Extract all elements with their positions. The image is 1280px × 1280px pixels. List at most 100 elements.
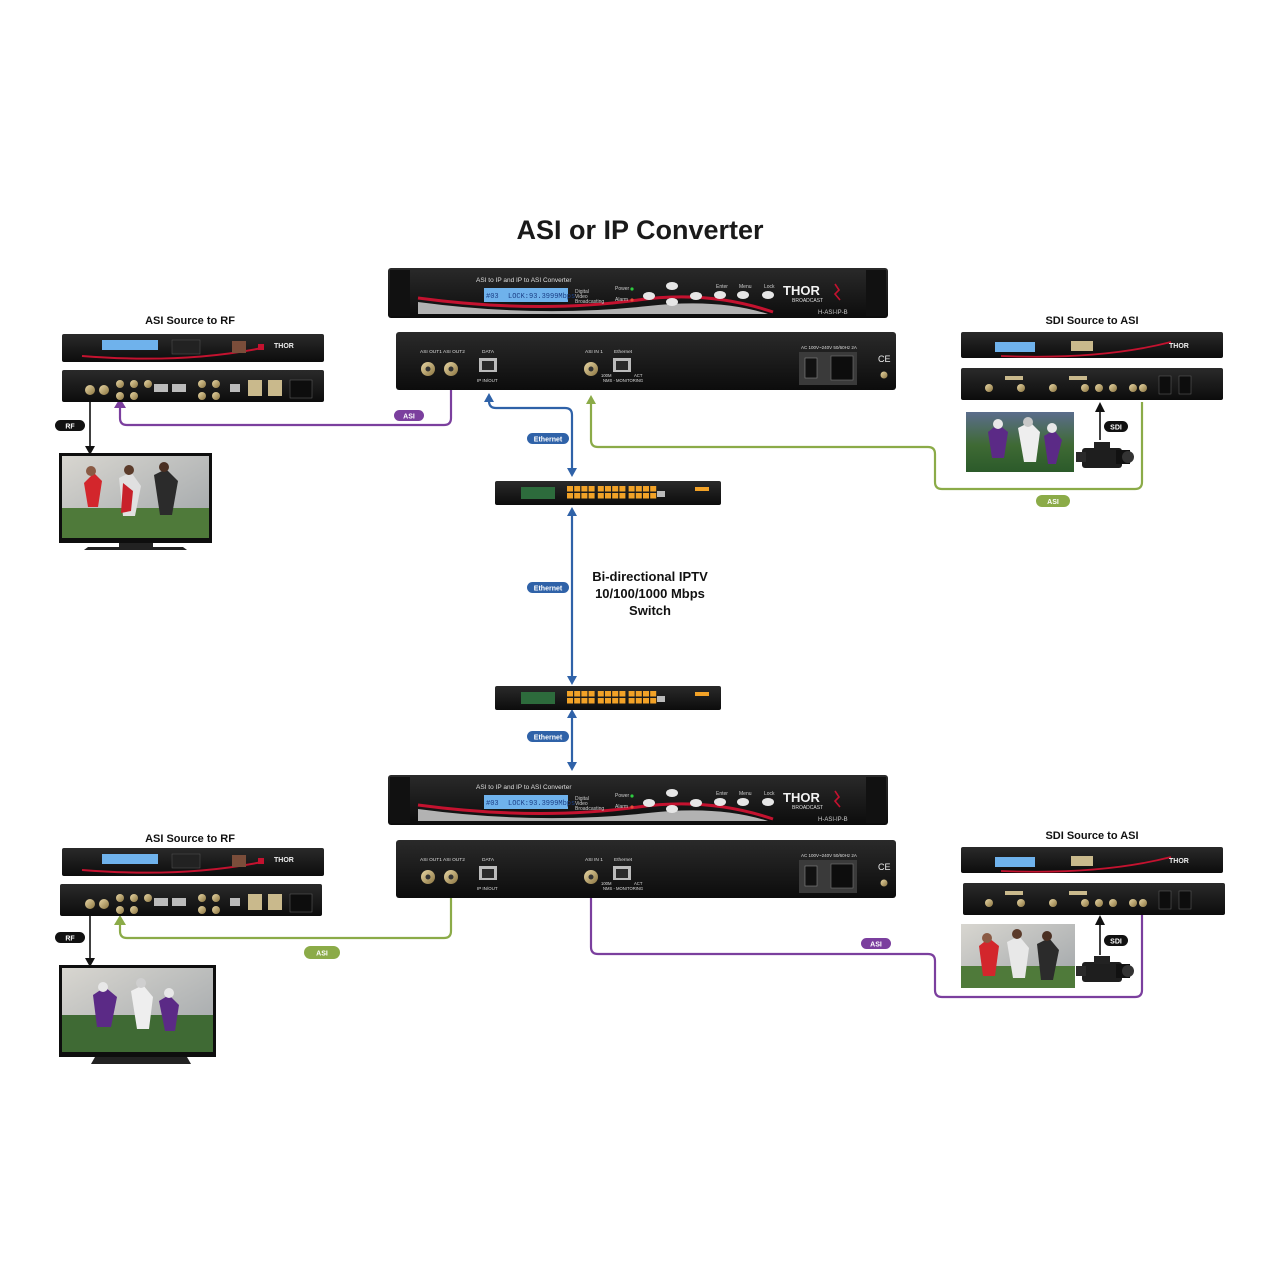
- switch-port: [643, 486, 649, 492]
- svg-text:Power: Power: [615, 286, 630, 292]
- camera-top: [1076, 442, 1134, 468]
- ethernet-arrow-3a: [567, 709, 577, 718]
- ethernet-link-1: [487, 397, 574, 470]
- switch-port: [650, 698, 657, 704]
- switch-port: [619, 486, 626, 492]
- switch-port: [635, 691, 642, 697]
- lcd-text: LOCK:93.3999Mbps: [508, 293, 575, 301]
- svg-text:ACT: ACT: [634, 881, 643, 886]
- switch-port: [612, 486, 619, 492]
- sdi-encoder-bottom: THOR: [961, 847, 1225, 915]
- switch-port: [588, 698, 595, 704]
- switch-port: [581, 493, 588, 499]
- asi-arrow-bottom-left: [114, 915, 126, 925]
- asi-arrow-top: [114, 398, 126, 408]
- switch-port: [574, 698, 581, 704]
- switch-port: [581, 691, 588, 697]
- football-photo-top: [966, 412, 1074, 472]
- switch-port: [597, 691, 604, 697]
- switch-port: [605, 486, 611, 492]
- caption-asi-source-rf-top: ASI Source to RF: [145, 315, 235, 327]
- svg-text:Lock: Lock: [764, 791, 775, 797]
- switch-port: [650, 486, 657, 492]
- svg-text:Ethernet: Ethernet: [534, 586, 563, 593]
- switch-port: [628, 691, 635, 697]
- switch-description-line-2: 10/100/1000 Mbps: [595, 586, 705, 601]
- switch-port: [612, 493, 619, 499]
- tv-top: [59, 453, 212, 550]
- converter-rear-top: ASI OUT1 ASI OUT2 DATA IP IN/OUT ASI IN …: [396, 332, 896, 390]
- svg-text:Video: Video: [575, 801, 588, 807]
- svg-text:BROADCAST: BROADCAST: [792, 298, 823, 304]
- svg-text:DATA: DATA: [482, 349, 495, 355]
- svg-text:THOR: THOR: [1169, 343, 1189, 350]
- switch-port: [628, 486, 635, 492]
- switch-port: [588, 691, 595, 697]
- ethernet-switch-bottom: [495, 686, 721, 710]
- switch-description-line-3: Switch: [629, 603, 671, 618]
- svg-text:AC 100V~240V 50/60Hz 2A: AC 100V~240V 50/60Hz 2A: [801, 853, 857, 858]
- svg-text:Ethernet: Ethernet: [614, 857, 633, 863]
- ethernet-switch-top: [495, 481, 721, 505]
- svg-text:Ethernet: Ethernet: [614, 349, 633, 355]
- svg-text:RF: RF: [65, 424, 75, 431]
- switch-port: [635, 493, 642, 499]
- switch-port: [612, 698, 619, 704]
- switch-port: [574, 493, 581, 499]
- svg-text:AC 100V~240V 50/60Hz 2A: AC 100V~240V 50/60Hz 2A: [801, 345, 857, 350]
- svg-text:RF: RF: [65, 936, 75, 943]
- svg-text:THOR: THOR: [274, 343, 294, 350]
- asi-link-bottom-left: [118, 883, 453, 940]
- link-tags: ASI RF Ethernet SDI ASI Ethernet Etherne…: [55, 410, 1128, 959]
- asi-link-right-top: [589, 402, 1144, 491]
- svg-text:ASI OUT2: ASI OUT2: [443, 857, 465, 863]
- switch-port: [628, 698, 635, 704]
- switch-port: [574, 486, 581, 492]
- ethernet-arrow-1a: [484, 393, 494, 402]
- switch-port: [643, 691, 649, 697]
- switch-port: [567, 698, 573, 704]
- svg-text:CE: CE: [878, 354, 891, 364]
- switch-port: [628, 493, 635, 499]
- svg-text:Alarm: Alarm: [615, 297, 628, 303]
- switch-port: [581, 698, 588, 704]
- switch-port: [650, 493, 657, 499]
- svg-text:ASI OUT1: ASI OUT1: [420, 349, 442, 355]
- svg-text:THOR: THOR: [1169, 858, 1189, 865]
- svg-text:H-ASI-IP-B: H-ASI-IP-B: [818, 817, 848, 823]
- switch-port: [597, 493, 604, 499]
- svg-text:ASI OUT1: ASI OUT1: [420, 857, 442, 863]
- svg-text:BROADCAST: BROADCAST: [792, 805, 823, 811]
- ethernet-arrow-2b: [567, 676, 577, 685]
- svg-text:Power: Power: [615, 793, 630, 799]
- svg-text:THOR: THOR: [783, 790, 820, 805]
- switch-port: [635, 486, 642, 492]
- svg-text:Video: Video: [575, 294, 588, 300]
- switch-ports-top: [567, 486, 657, 499]
- football-photo-bottom: [961, 924, 1075, 988]
- switch-port: [597, 486, 604, 492]
- switch-description: Bi-directional IPTV 10/100/1000 Mbps Swi…: [560, 568, 740, 619]
- diagram-title: ASI or IP Converter: [516, 215, 764, 245]
- svg-text:ASI IN 1: ASI IN 1: [585, 857, 603, 863]
- switch-port: [619, 691, 626, 697]
- converter-front-bottom: ASI to IP and IP to ASI Converter #03 LO…: [388, 775, 888, 825]
- svg-text:LOCK:93.3999Mbps: LOCK:93.3999Mbps: [508, 800, 575, 808]
- asi-link-bottom-right: [589, 883, 1144, 999]
- tag-ethernet-2: Ethernet: [527, 582, 569, 593]
- switch-port: [567, 691, 573, 697]
- svg-text:Alarm: Alarm: [615, 804, 628, 810]
- switch-port: [650, 691, 657, 697]
- converter-front-top: ASI to IP and IP to ASI Converter #03 LO…: [388, 268, 888, 318]
- svg-text:ASI: ASI: [403, 414, 415, 421]
- tag-sdi-bottom: SDI: [1104, 935, 1128, 946]
- ethernet-arrow-2a: [567, 507, 577, 516]
- svg-text:Enter: Enter: [716, 791, 728, 797]
- switch-description-line-1: Bi-directional IPTV: [592, 569, 708, 584]
- model-label: H-ASI-IP-B: [818, 310, 848, 316]
- svg-text:#03: #03: [486, 800, 499, 808]
- tag-ethernet-3: Ethernet: [527, 731, 569, 742]
- sdi-encoder-top: THOR: [961, 332, 1223, 400]
- caption-sdi-source-asi-top: SDI Source to ASI: [1045, 315, 1139, 327]
- svg-text:NMS - MONITORING: NMS - MONITORING: [603, 378, 643, 383]
